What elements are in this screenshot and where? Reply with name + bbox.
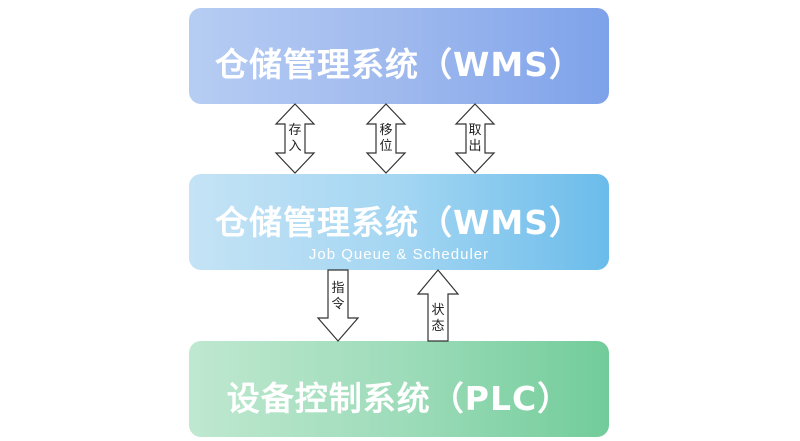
- double-arrow-move: [365, 103, 407, 174]
- wms-box-top-title: 仓储管理系统（WMS）: [214, 45, 583, 84]
- arrow-label-status: 状态: [431, 303, 445, 334]
- up-arrow-status: [416, 269, 460, 342]
- down-arrow-command: [316, 269, 360, 342]
- wms-box-top: 仓储管理系统（WMS）: [189, 8, 609, 104]
- double-arrow-store: [274, 103, 316, 174]
- wms-box-middle-title: 仓储管理系统（WMS）: [214, 203, 583, 242]
- wms-box-middle-subtitle: Job Queue & Scheduler: [308, 246, 490, 263]
- arrow-label-retrieve: 取出: [468, 123, 482, 154]
- wms-box-middle: 仓储管理系统（WMS） Job Queue & Scheduler: [189, 174, 609, 270]
- arrow-label-command: 指令: [331, 281, 345, 312]
- arrow-label-store: 存入: [288, 123, 302, 154]
- double-arrow-retrieve: [454, 103, 496, 174]
- plc-box-bottom: 设备控制系统（PLC）: [189, 341, 609, 437]
- plc-box-bottom-title: 设备控制系统（PLC）: [226, 379, 572, 418]
- arrow-label-move: 移位: [379, 123, 393, 154]
